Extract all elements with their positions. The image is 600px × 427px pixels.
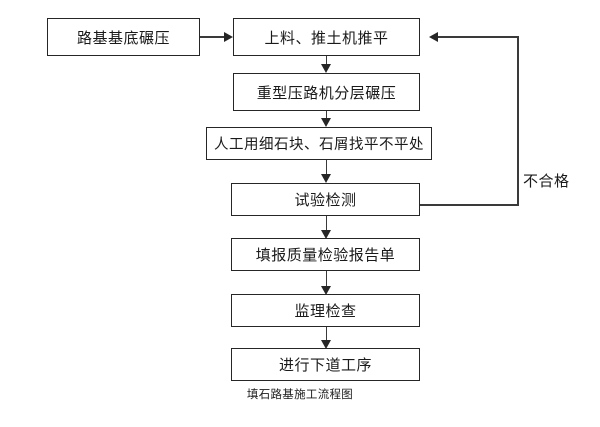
edge-feedback-out-horizontal	[420, 204, 519, 206]
edge-base-to-loading	[200, 36, 225, 38]
arrowhead-down-to-supervision	[321, 286, 331, 295]
node-label: 上料、推土机推平	[264, 28, 389, 47]
node-label: 进行下道工序	[278, 356, 372, 374]
arrowhead-down-to-roller	[321, 64, 331, 73]
node-label: 路基基底碾压	[76, 28, 170, 47]
node-heavy-roller-layered-compaction: 重型压路机分层碾压	[233, 73, 420, 111]
edge-feedback-return-horizontal	[438, 36, 518, 38]
node-next-process: 进行下道工序	[231, 348, 420, 381]
node-supervision-check: 监理检查	[231, 294, 420, 327]
diagram-caption: 填石路基施工流程图	[246, 387, 354, 401]
arrowhead-right-to-loading	[224, 31, 233, 42]
node-label: 填报质量检验报告单	[255, 246, 396, 264]
arrowhead-down-to-testing	[321, 174, 331, 183]
edge-manual-leveling-to-testing	[325, 160, 328, 176]
node-label: 监理检查	[294, 302, 357, 320]
edge-label-unqualified: 不合格	[523, 172, 570, 190]
edge-supervision-to-next-process	[325, 327, 328, 342]
node-loading-bulldozer-leveling: 上料、推土机推平	[233, 18, 420, 56]
node-label: 重型压路机分层碾压	[256, 83, 397, 102]
arrowhead-down-to-next-process	[321, 340, 331, 349]
edge-report-to-supervision	[325, 271, 328, 288]
node-quality-inspection-report: 填报质量检验报告单	[231, 238, 420, 271]
arrowhead-left-to-loading	[429, 31, 438, 42]
edge-loading-to-roller	[325, 56, 328, 67]
arrowhead-down-to-manual-leveling	[321, 118, 331, 127]
arrowhead-down-to-report	[321, 230, 331, 239]
node-label: 人工用细石块、石屑找平不平处	[214, 137, 424, 153]
node-testing-inspection: 试验检测	[231, 183, 420, 216]
edge-feedback-vertical	[517, 36, 519, 206]
node-label: 试验检测	[294, 191, 357, 209]
edge-testing-to-report	[325, 216, 328, 232]
node-subgrade-base-compaction: 路基基底碾压	[47, 18, 200, 56]
node-manual-fine-stone-leveling: 人工用细石块、石屑找平不平处	[206, 127, 432, 160]
edge-roller-to-manual-leveling	[325, 111, 328, 121]
